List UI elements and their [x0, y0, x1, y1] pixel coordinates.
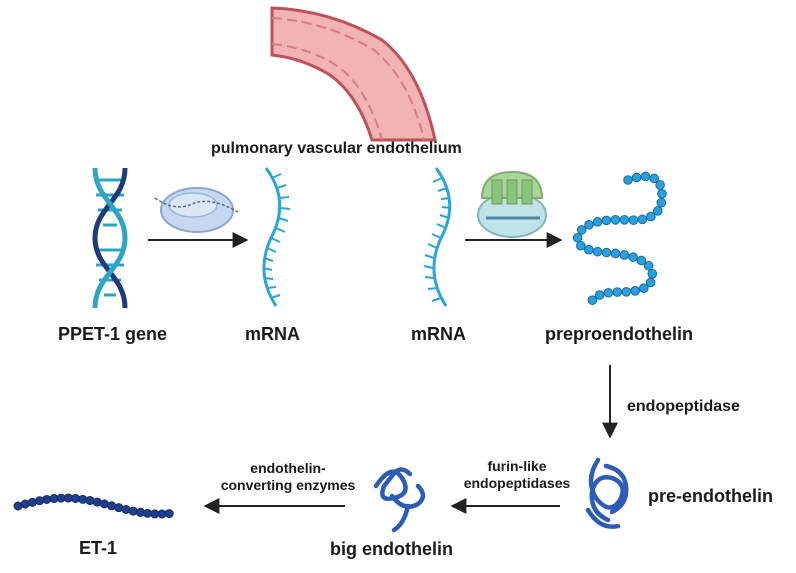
ece-label: endothelin- converting enzymes: [206, 460, 370, 494]
mrna-label-1: mRNA: [245, 324, 301, 344]
ece-label-line1: endothelin-: [250, 460, 326, 476]
furin-label-line2: endopeptidases: [463, 475, 571, 491]
furin-label-line1: furin-like: [487, 458, 547, 474]
gene-label: PPET-1 gene: [58, 324, 168, 344]
preproendothelin-chain-icon: [572, 171, 667, 305]
et1-peptide-icon: [13, 493, 174, 519]
big-endothelin-label: big endothelin: [330, 539, 453, 559]
blood-vessel-icon: [270, 6, 437, 142]
ece-label-line2: converting enzymes: [220, 477, 356, 493]
vessel-label: pulmonary vascular endothelium: [211, 140, 462, 157]
dna-helix-icon: [92, 167, 128, 309]
endopeptidase-label: endopeptidase: [627, 398, 740, 415]
mrna-icon-2: [423, 167, 452, 307]
ribosome-icon: [477, 170, 547, 238]
rna-polymerase-icon: [154, 187, 239, 233]
furin-label: furin-like endopeptidases: [446, 458, 588, 492]
big-endothelin-squiggle-icon: [373, 467, 426, 533]
pre-endothelin-label: pre-endothelin: [648, 486, 773, 506]
pre-endothelin-coil-icon: [585, 457, 629, 529]
mrna-icon-1: [262, 167, 291, 307]
preproendothelin-label: preproendothelin: [545, 324, 693, 344]
mrna-label-2: mRNA: [411, 324, 467, 344]
et1-label: ET-1: [79, 538, 118, 558]
